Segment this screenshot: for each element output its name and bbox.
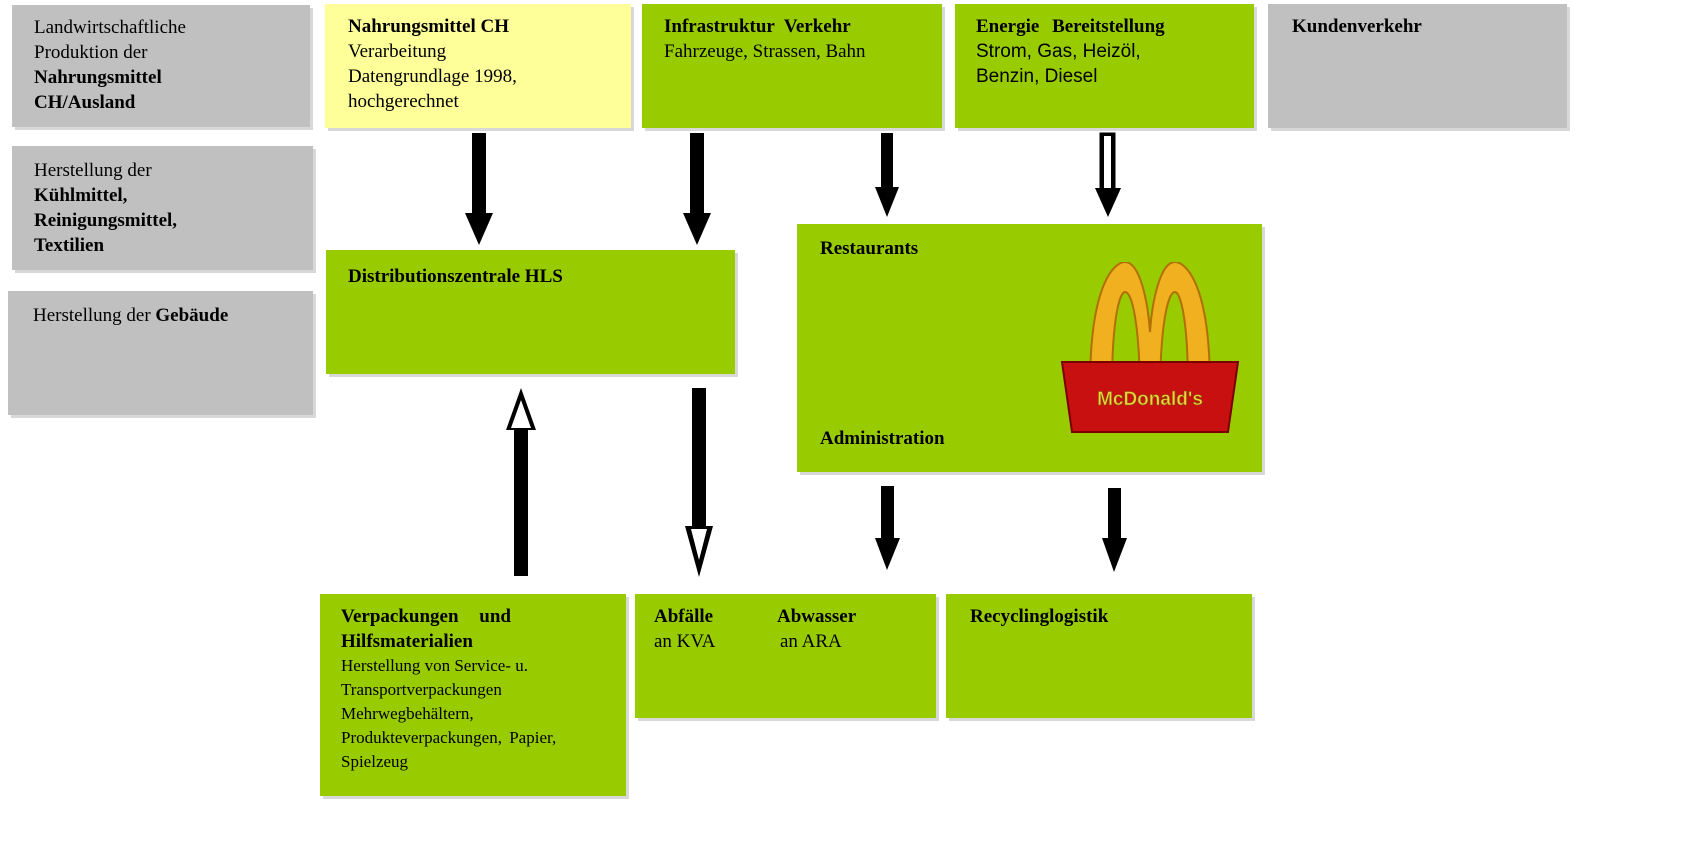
restaurants-title: Restaurants (820, 238, 919, 259)
nahrung-line3: hochgerechnet (348, 91, 459, 112)
arrow-infra-to-restaurants (875, 133, 899, 217)
kunden-title: Kundenverkehr (1292, 16, 1422, 37)
an-kva-label: an KVA (654, 631, 716, 652)
arrow-infra-to-distribution (683, 133, 711, 245)
verpackungen-title1: Verpackungen und (341, 606, 511, 627)
abwasser-title: Abwasser (777, 606, 857, 627)
box-energie-bereitstellung: Energie Bereitstellung Strom, Gas, Heizö… (955, 4, 1254, 128)
an-ara-label: an ARA (780, 631, 842, 652)
box-landwirtschaft: Landwirtschaftliche Produktion der Nahru… (12, 5, 310, 127)
box-recyclinglogistik: Recyclinglogistik (946, 594, 1252, 718)
arrow-nahrung-to-distribution (465, 133, 493, 245)
box-kundenverkehr: Kundenverkehr (1268, 4, 1567, 128)
box-verpackungen: Verpackungen und Hilfsmaterialien Herste… (320, 594, 626, 796)
box-distributionszentrale: Distributionszentrale HLS (326, 250, 735, 374)
logo-text: McDonald's (1097, 389, 1203, 410)
recycling-title: Recyclinglogistik (970, 606, 1109, 627)
box-kuehlmittel-line1: Herstellung der (34, 160, 152, 181)
box-kuehlmittel-line4: Textilien (34, 235, 105, 256)
verpackungen-line2: Transportverpackungen (341, 680, 502, 699)
box-landwirtschaft-line2: Produktion der (34, 42, 148, 63)
energie-line1: Strom, Gas, Heizöl, (976, 41, 1141, 62)
arrow-restaurants-to-abwasser (875, 486, 900, 570)
infra-title: Infrastruktur Verkehr (664, 16, 851, 37)
box-gebaeude-bold: Gebäude (155, 305, 229, 326)
abfaelle-title: Abfälle (654, 606, 714, 627)
energie-line2: Benzin, Diesel (976, 66, 1098, 87)
infra-line1: Fahrzeuge, Strassen, Bahn (664, 41, 866, 62)
nahrung-title: Nahrungsmittel CH (348, 16, 509, 37)
arrow-distribution-to-abfaelle (685, 388, 713, 577)
logo-red-sign (1060, 361, 1240, 433)
box-kuehlmittel: Herstellung der Kühlmittel, Reinigungsmi… (12, 146, 313, 270)
nahrung-line2: Datengrundlage 1998, (348, 66, 517, 87)
box-gebaeude: Herstellung der Gebäude (8, 291, 313, 415)
verpackungen-line4: Produkteverpackungen, Papier, (341, 728, 557, 747)
arrow-verpackungen-to-distribution (506, 388, 536, 576)
box-landwirtschaft-line3: Nahrungsmittel (34, 67, 162, 88)
mcdonalds-logo: McDonald's (1060, 262, 1240, 433)
nahrung-line1: Verarbeitung (348, 41, 447, 62)
box-landwirtschaft-line1: Landwirtschaftliche (34, 17, 186, 38)
box-nahrungsmittel-ch: Nahrungsmittel CH Verarbeitung Datengrun… (325, 4, 631, 128)
verpackungen-line5: Spielzeug (341, 752, 409, 771)
verpackungen-line3: Mehrwegbehältern, (341, 704, 474, 723)
arrow-restaurants-to-recycling (1102, 488, 1127, 572)
box-landwirtschaft-line4: CH/Ausland (34, 92, 136, 113)
box-gebaeude-prefix: Herstellung der (33, 305, 156, 326)
administration-label: Administration (820, 428, 945, 449)
box-kuehlmittel-line2: Kühlmittel, (34, 185, 128, 206)
box-abfaelle-abwasser: Abfälle Abwasser an KVA an ARA (635, 594, 936, 718)
arrow-energie-to-restaurants (1095, 132, 1121, 217)
verpackungen-title2: Hilfsmaterialien (341, 631, 473, 652)
box-kuehlmittel-line3: Reinigungsmittel, (34, 210, 178, 231)
distribution-title: Distributionszentrale HLS (348, 266, 563, 287)
energie-title: Energie Bereitstellung (976, 16, 1165, 37)
verpackungen-line1: Herstellung von Service- u. (341, 656, 528, 675)
box-infrastruktur-verkehr: Infrastruktur Verkehr Fahrzeuge, Strasse… (642, 4, 942, 128)
